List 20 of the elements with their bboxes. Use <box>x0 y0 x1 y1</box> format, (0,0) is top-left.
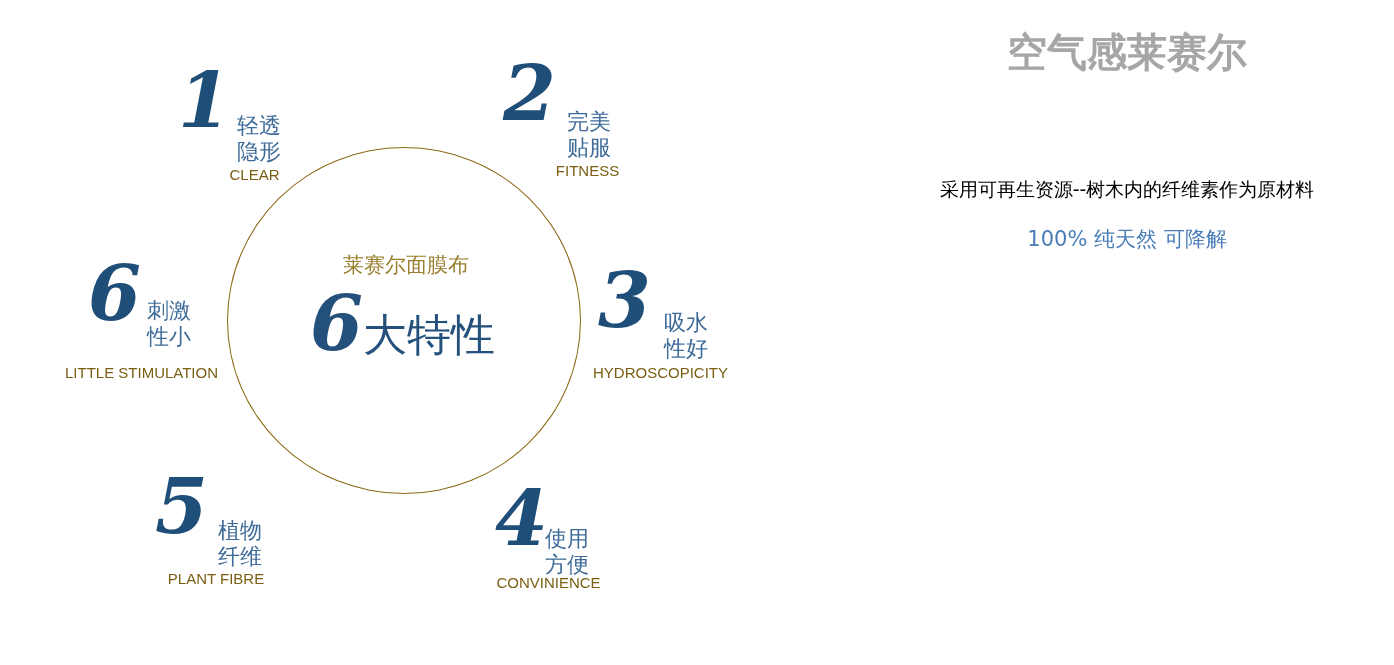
tagline-text: 100% 纯天然 可降解 <box>1027 226 1227 252</box>
feature-number: 2 <box>503 61 556 127</box>
feature-name: 刺激性小 <box>147 298 191 350</box>
feature-english-name: LITTLE STIMULATION <box>64 364 219 382</box>
feature-number: 1 <box>178 68 231 134</box>
feature-english-name: HYDROSCOPICITY <box>593 364 728 382</box>
feature-name: 完美贴服 <box>567 109 611 161</box>
feature-name: 植物纤维 <box>218 518 262 570</box>
feature-name: 吸水性好 <box>664 310 708 362</box>
feature-english-name: PLANT FIBRE <box>167 570 265 588</box>
feature-number: 3 <box>598 268 651 334</box>
description-text: 采用可再生资源--树木内的纤维素作为原材料 <box>939 177 1315 201</box>
circle-heading: 莱赛尔面膜布 <box>342 252 469 278</box>
feature-english-name: CLEAR <box>229 166 280 184</box>
feature-english-name: FITNESS <box>555 162 620 180</box>
page-title: 空气感莱赛尔 <box>1007 29 1247 75</box>
feature-name: 轻透隐形 <box>237 113 281 165</box>
feature-number: 5 <box>155 474 208 540</box>
circle-main-text: 6大特性 <box>310 293 495 366</box>
feature-number: 6 <box>88 261 141 327</box>
